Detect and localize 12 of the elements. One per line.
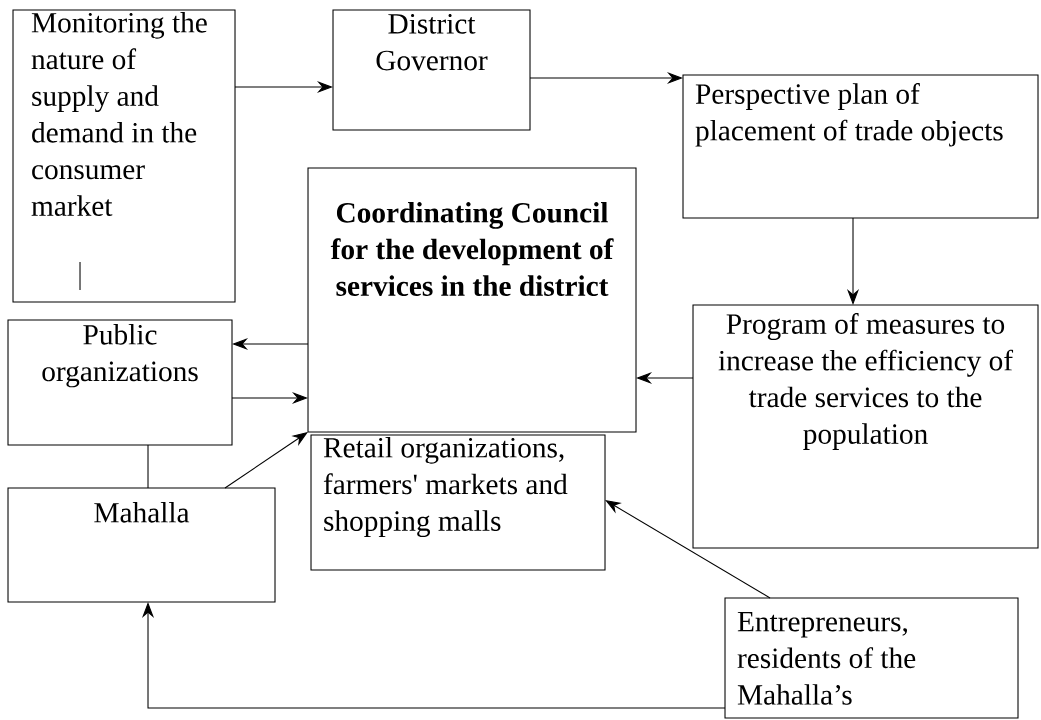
arrow (224, 432, 308, 489)
process-box: Public organizations (7, 319, 233, 446)
process-box: Entrepreneurs, residents of the Mahalla’s (724, 597, 1019, 719)
process-box: Mahalla (7, 487, 276, 603)
process-box: District Governor (332, 9, 531, 131)
process-box: Retail organizations, farmers' markets and shopping malls (310, 434, 606, 571)
process-box: Program of measures to increase the efficiency of trade services to the population (692, 304, 1039, 549)
arrow (141, 602, 726, 709)
process-box: Monitoring the nature of supply and demand in the consumer market (12, 9, 236, 303)
process-box: Perspective plan of placement of trade objects (682, 74, 1039, 219)
arrow (605, 500, 771, 599)
council-box: Coordinating Council for the development of services in the district (307, 167, 637, 433)
